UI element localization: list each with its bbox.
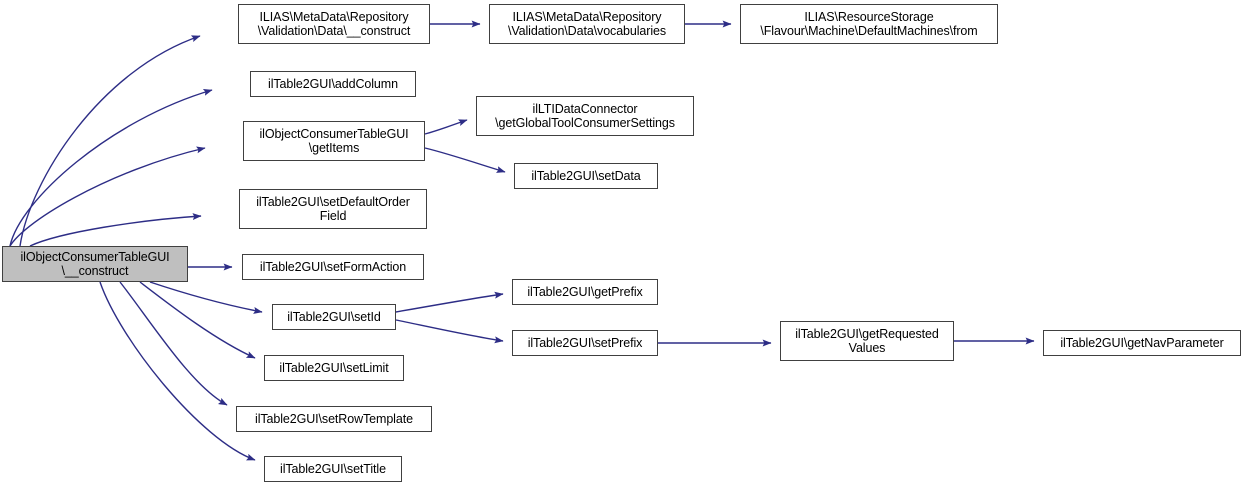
graph-node-set_id[interactable]: ilTable2GUI\setId <box>272 304 396 330</box>
edges <box>7 20 1035 461</box>
edge-root-to-set_id <box>149 281 263 314</box>
graph-node-set_row_template[interactable]: ilTable2GUI\setRowTemplate <box>236 406 432 432</box>
edge-root-to-set_title <box>99 281 256 461</box>
graph-node-root[interactable]: ilObjectConsumerTableGUI \__construct <box>2 246 188 282</box>
graph-node-get_items[interactable]: ilObjectConsumerTableGUI \getItems <box>243 121 425 161</box>
graph-node-set_data[interactable]: ilTable2GUI\setData <box>514 163 658 189</box>
graph-node-get_global_tool_consumer_settings[interactable]: ilLTIDataConnector \getGlobalToolConsume… <box>476 96 694 136</box>
graph-node-set_form_action[interactable]: ilTable2GUI\setFormAction <box>242 254 424 280</box>
edge-root-to-set_limit <box>139 281 256 359</box>
edge-root-to-add_column <box>9 89 213 247</box>
graph-node-get_prefix[interactable]: ilTable2GUI\getPrefix <box>512 279 658 305</box>
edge-root-to-set_row_template <box>119 281 228 406</box>
edge-root-to-get_items <box>7 146 206 251</box>
graph-node-set_prefix[interactable]: ilTable2GUI\setPrefix <box>512 330 658 356</box>
graph-node-set_default_order_field[interactable]: ilTable2GUI\setDefaultOrder Field <box>239 189 427 229</box>
edge-get_items-to-set_data <box>424 147 506 173</box>
edge-root-to-metadata_construct <box>19 35 201 247</box>
graph-node-get_requested_values[interactable]: ilTable2GUI\getRequested Values <box>780 321 954 361</box>
graph-node-add_column[interactable]: ilTable2GUI\addColumn <box>250 71 416 97</box>
graph-node-set_title[interactable]: ilTable2GUI\setTitle <box>264 456 402 482</box>
edge-root-to-set_default_order_field <box>29 213 202 247</box>
graph-node-default_machines_from[interactable]: ILIAS\ResourceStorage \Flavour\Machine\D… <box>740 4 998 44</box>
edge-get_items-to-get_global_tool_consumer_settings <box>424 119 468 135</box>
graph-node-get_nav_parameter[interactable]: ilTable2GUI\getNavParameter <box>1043 330 1241 356</box>
graph-node-vocabularies[interactable]: ILIAS\MetaData\Repository \Validation\Da… <box>489 4 685 44</box>
graph-node-set_limit[interactable]: ilTable2GUI\setLimit <box>264 355 404 381</box>
graph-node-metadata_construct[interactable]: ILIAS\MetaData\Repository \Validation\Da… <box>238 4 430 44</box>
edge-set_id-to-set_prefix <box>395 319 504 344</box>
edge-set_id-to-get_prefix <box>395 291 504 313</box>
